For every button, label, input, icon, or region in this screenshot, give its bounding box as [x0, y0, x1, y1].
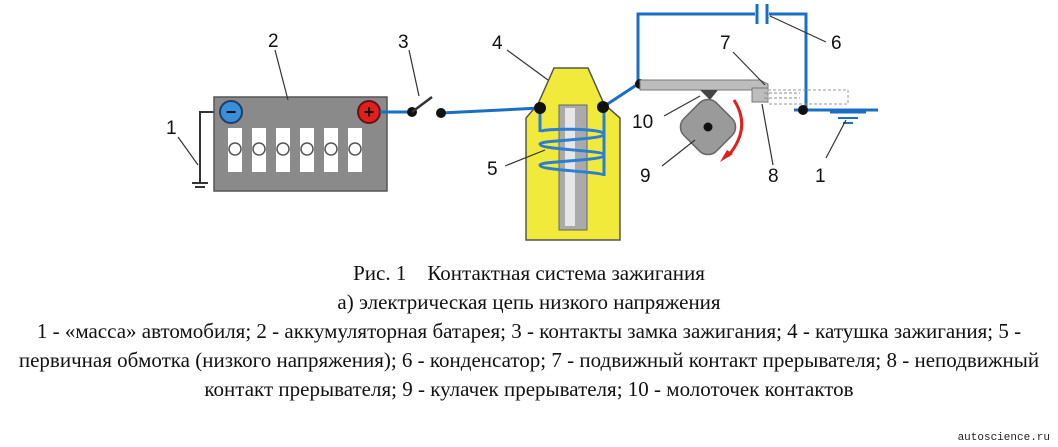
svg-text:+: +: [364, 102, 375, 122]
rotation-arrowhead: [720, 150, 733, 162]
rotation-arrow: [726, 99, 744, 157]
ignition-coil: [525, 67, 621, 241]
site-watermark: autoscience.ru: [957, 432, 1050, 444]
callout-5: 5: [487, 159, 498, 180]
callout-4: 4: [492, 33, 503, 54]
callout-7: 7: [720, 33, 731, 54]
callout-2: 2: [268, 31, 279, 52]
battery-plus-terminal: +: [357, 100, 381, 124]
battery-minus-terminal: −: [219, 100, 243, 124]
figure-legend: 1 - «масса» автомобиля; 2 - аккумуляторн…: [18, 319, 1040, 401]
callout-1-left: 1: [166, 118, 177, 139]
callout-6: 6: [831, 33, 842, 54]
battery-cells: [228, 128, 362, 172]
ignition-switch: [407, 96, 446, 118]
capacitor: [755, 4, 769, 24]
ignition-circuit-diagram: − +: [166, 4, 878, 241]
battery: − +: [213, 96, 388, 192]
callout-3: 3: [398, 32, 409, 53]
callout-8: 8: [768, 166, 779, 187]
figure-subtitle: а) электрическая цепь низкого напряжения: [337, 290, 721, 314]
leader-lines: [177, 15, 847, 167]
callout-9: 9: [640, 166, 651, 187]
breaker-contacts: [635, 79, 849, 115]
callout-10: 10: [632, 112, 653, 133]
figure-title: Рис. 1 Контактная система зажигания: [353, 261, 705, 285]
svg-text:−: −: [226, 102, 237, 122]
ground-right: [830, 110, 866, 124]
callout-1-right: 1: [815, 166, 826, 187]
wiring: [380, 12, 878, 115]
